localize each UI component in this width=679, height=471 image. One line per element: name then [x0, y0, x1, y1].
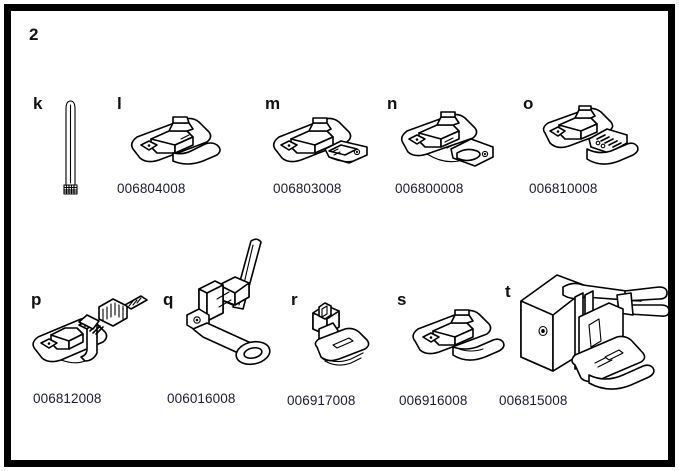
- item-letter-m: m: [265, 94, 281, 113]
- item-zipper-foot: m: [259, 89, 389, 204]
- part-number-q: 006016008: [167, 391, 236, 406]
- presser-foot-icon-q: [173, 235, 285, 375]
- part-number-l: 006804008: [117, 181, 186, 196]
- plate-number: 2: [29, 25, 39, 44]
- presser-foot-icon-r: [301, 293, 381, 377]
- item-zigzag-foot: s: [393, 283, 518, 418]
- item-buttonhole-foot: t: [499, 261, 674, 419]
- item-letter-r: r: [291, 290, 298, 309]
- part-number-r: 006917008: [287, 393, 356, 408]
- item-letter-n: n: [387, 94, 398, 113]
- presser-foot-icon-o: [541, 105, 643, 175]
- part-number-n: 006800008: [395, 181, 464, 196]
- item-letter-q: q: [163, 290, 174, 309]
- part-number-s: 006916008: [399, 393, 468, 408]
- spool-pin-icon: [55, 97, 89, 197]
- part-number-t: 006815008: [499, 393, 568, 408]
- item-letter-t: t: [505, 282, 511, 301]
- item-letter-o: o: [523, 94, 534, 113]
- presser-foot-icon-p: [27, 277, 153, 381]
- presser-foot-icon-t: [513, 261, 673, 403]
- item-button-sewing-foot: q: [159, 229, 289, 419]
- item-straight-stitch-foot: r: [283, 283, 398, 418]
- item-blind-stitch-foot: l: [111, 89, 236, 204]
- item-adjustable-screw-foot: p: [19, 273, 159, 418]
- presser-foot-icon-n: [397, 109, 505, 175]
- presser-foot-icon-s: [407, 305, 511, 367]
- item-letter-p: p: [31, 290, 42, 309]
- part-number-m: 006803008: [273, 181, 342, 196]
- item-letter-s: s: [397, 290, 407, 309]
- item-spool-pin: k: [25, 89, 105, 204]
- diagram-frame: 2 k: [4, 4, 675, 467]
- part-number-o: 006810008: [529, 181, 598, 196]
- item-letter-k: k: [33, 94, 43, 113]
- part-number-p: 006812008: [33, 391, 102, 406]
- item-letter-l: l: [117, 94, 122, 113]
- item-edge-stitch-foot: n: [381, 89, 511, 204]
- presser-foot-icon-l: [125, 111, 229, 173]
- item-overcasting-foot: o: [511, 89, 646, 204]
- presser-foot-icon-m: [269, 113, 381, 175]
